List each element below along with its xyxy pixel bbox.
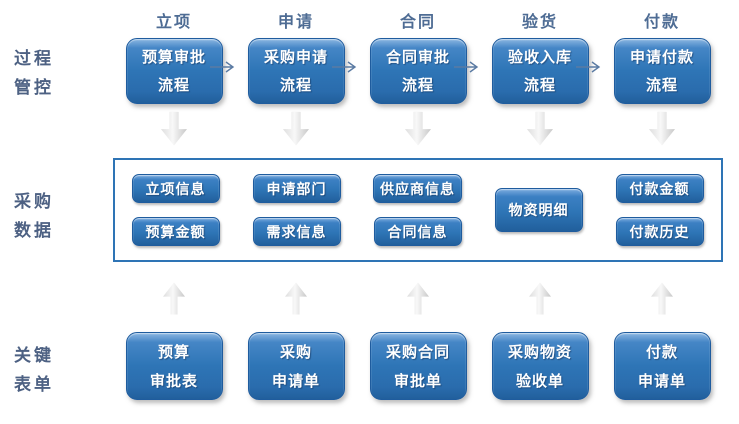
up-arrow-icon bbox=[529, 282, 551, 315]
form-box-line: 申请单 bbox=[271, 372, 320, 390]
process-box-line: 采购申请 bbox=[263, 48, 328, 66]
down-arrow-icon bbox=[527, 111, 553, 146]
up-arrow-row bbox=[113, 282, 723, 315]
section-label-line: 管控 bbox=[14, 78, 54, 97]
process-box-purchase-request: 采购申请 流程 bbox=[247, 37, 345, 104]
section-label-line: 关键 bbox=[14, 346, 54, 365]
process-box-receiving-warehousing: 验收入库 流程 bbox=[491, 37, 589, 104]
process-box-line: 流程 bbox=[157, 77, 190, 95]
form-box-line: 验收单 bbox=[515, 372, 564, 390]
process-box-payment-request: 申请付款 流程 bbox=[613, 37, 711, 104]
down-arrow-icon bbox=[405, 111, 431, 146]
data-pill-budget-amount: 预算金额 bbox=[131, 217, 220, 246]
data-pill-supplier-info: 供应商信息 bbox=[373, 174, 462, 203]
up-arrow-icon bbox=[285, 282, 307, 315]
form-box-line: 审批单 bbox=[393, 372, 442, 390]
down-arrow-icon bbox=[161, 111, 187, 146]
form-box-line: 申请单 bbox=[637, 372, 686, 390]
form-box-line: 采购合同 bbox=[385, 343, 450, 361]
flow-arrow-icon bbox=[576, 61, 601, 73]
up-arrow-icon bbox=[407, 282, 429, 315]
data-pill-contract-info: 合同信息 bbox=[373, 217, 462, 246]
flow-arrow-icon bbox=[332, 61, 357, 73]
flow-arrow-icon bbox=[454, 61, 479, 73]
process-box-line: 流程 bbox=[523, 77, 556, 95]
data-pill-project-info: 立项信息 bbox=[131, 174, 220, 203]
form-box-material-receiving-form: 采购物资 验收单 bbox=[491, 331, 589, 400]
section-label-process-control: 过程 管控 bbox=[14, 44, 86, 102]
process-box-line: 合同审批 bbox=[385, 48, 450, 66]
stage-header-lixiang: 立项 bbox=[155, 14, 192, 31]
up-arrow-icon bbox=[651, 282, 673, 315]
down-arrow-icon bbox=[649, 111, 675, 146]
process-box-line: 验收入库 bbox=[507, 48, 572, 66]
process-box-row: 预算审批 流程 采购申请 流程 合同审批 流程 验收入库 流程 申请付款 bbox=[113, 37, 723, 104]
stage-header-hetong: 合同 bbox=[399, 14, 436, 31]
process-box-budget-approval: 预算审批 流程 bbox=[125, 37, 223, 104]
data-pill-demand-info: 需求信息 bbox=[252, 217, 341, 246]
section-label-line: 表单 bbox=[14, 375, 54, 394]
form-box-payment-request-form: 付款 申请单 bbox=[613, 331, 711, 400]
down-arrow-row bbox=[113, 111, 723, 146]
stage-header-shenqing: 申请 bbox=[277, 14, 314, 31]
section-label-line: 过程 bbox=[14, 49, 54, 68]
process-box-contract-approval: 合同审批 流程 bbox=[369, 37, 467, 104]
stage-header-yanhuo: 验货 bbox=[521, 14, 558, 31]
purchase-data-panel: 立项信息 预算金额 申请部门 需求信息 供应商信息 合同信息 物资明细 付款金额… bbox=[113, 158, 723, 262]
form-box-row: 预算 审批表 采购 申请单 采购合同 审批单 采购物资 验收单 付款 bbox=[113, 331, 723, 400]
data-pill-request-department: 申请部门 bbox=[252, 174, 341, 203]
form-box-budget-approval-form: 预算 审批表 bbox=[125, 331, 223, 400]
form-box-line: 审批表 bbox=[149, 372, 198, 390]
stage-header-row: 立项 申请 合同 验货 付款 bbox=[113, 8, 723, 32]
data-pill-material-detail: 物资明细 bbox=[494, 188, 583, 232]
flow-arrow-icon bbox=[210, 61, 235, 73]
process-box-line: 流程 bbox=[401, 77, 434, 95]
process-box-line: 预算审批 bbox=[141, 48, 206, 66]
form-box-line: 付款 bbox=[645, 343, 678, 361]
form-box-line: 采购 bbox=[279, 343, 312, 361]
data-pill-payment-amount: 付款金额 bbox=[615, 174, 704, 203]
process-box-line: 流程 bbox=[279, 77, 312, 95]
process-box-line: 流程 bbox=[645, 77, 678, 95]
form-box-line: 预算 bbox=[157, 343, 190, 361]
form-box-contract-approval-form: 采购合同 审批单 bbox=[369, 331, 467, 400]
section-label-key-forms: 关键 表单 bbox=[14, 341, 86, 399]
section-label-line: 采购 bbox=[14, 192, 54, 211]
stage-header-fukuan: 付款 bbox=[643, 14, 680, 31]
section-label-line: 数据 bbox=[14, 221, 54, 240]
form-box-line: 采购物资 bbox=[507, 343, 572, 361]
down-arrow-icon bbox=[283, 111, 309, 146]
up-arrow-icon bbox=[163, 282, 185, 315]
process-box-line: 申请付款 bbox=[629, 48, 694, 66]
section-label-purchase-data: 采购 数据 bbox=[14, 187, 86, 245]
form-box-purchase-request-form: 采购 申请单 bbox=[247, 331, 345, 400]
data-pill-payment-history: 付款历史 bbox=[615, 217, 704, 246]
